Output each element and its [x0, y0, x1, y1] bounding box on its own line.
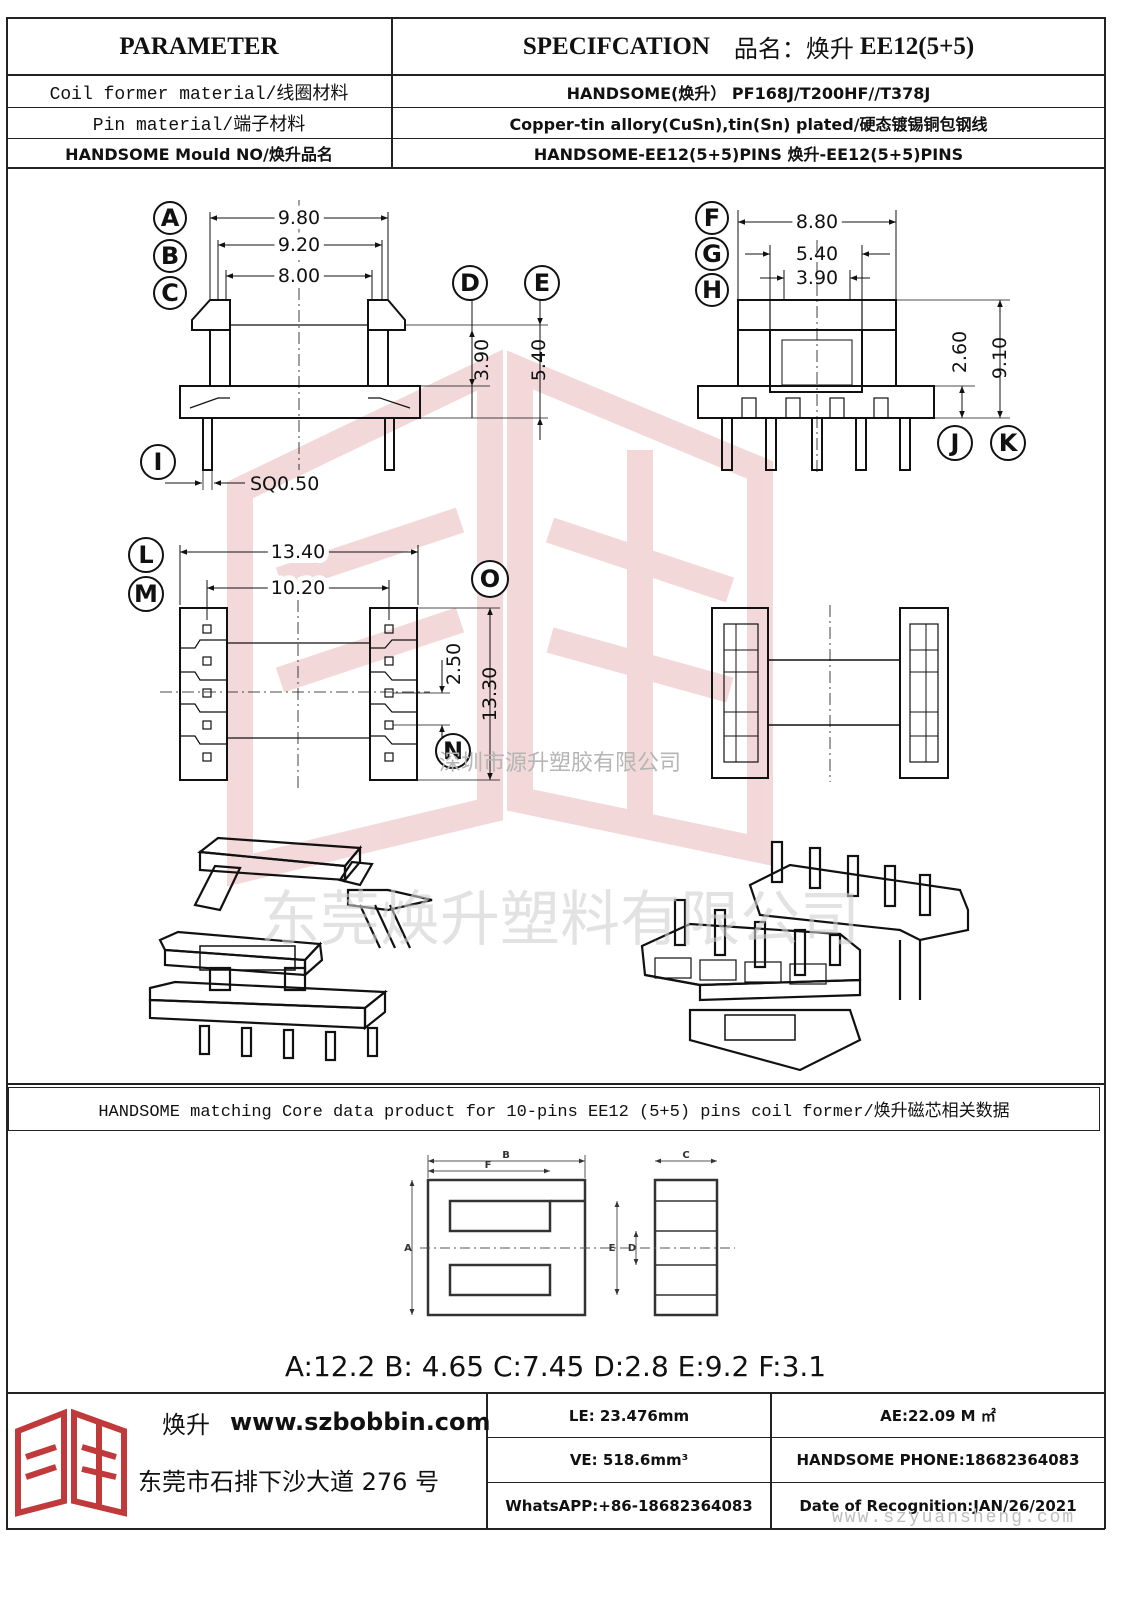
- svg-text:N: N: [443, 737, 463, 765]
- watermark-text-1: 深圳市源升塑胶有限公司: [439, 751, 681, 776]
- svg-text:13.40: 13.40: [271, 541, 325, 563]
- dim-h: 3.90: [796, 267, 838, 289]
- footer-brand-line: 焕升 www.szbobbin.com: [162, 1403, 491, 1441]
- dim-g: 5.40: [796, 243, 838, 265]
- dim-n: 2.50: [443, 643, 465, 685]
- callout-k: K: [990, 425, 1026, 461]
- core-values: A:12.2 B: 4.65 C:7.45 D:2.8 E:9.2 F:3.1: [284, 1349, 827, 1383]
- mould-no-label: HANDSOME Mould NO/焕升品名: [65, 145, 333, 164]
- svg-text:O: O: [480, 565, 500, 593]
- top-view: [711, 605, 949, 782]
- dim-i: SQ0.50: [250, 473, 319, 495]
- isometric-view-right: [640, 840, 970, 1072]
- callout-h: H: [695, 273, 729, 307]
- mould-no-value: HANDSOME-EE12(5+5)PINS 焕升-EE12(5+5)PINS: [533, 145, 964, 164]
- callout-a: A: [153, 201, 187, 235]
- svg-text:10.20: 10.20: [271, 577, 325, 599]
- dim-f: 8.80: [796, 211, 838, 233]
- svg-text:D: D: [460, 269, 480, 297]
- product-model: EE12(5+5): [859, 32, 975, 60]
- dim-k: 9.10: [989, 337, 1011, 379]
- callout-i: I: [140, 444, 176, 480]
- svg-text:8.80: 8.80: [796, 211, 838, 233]
- front-view: [165, 200, 548, 490]
- callout-g: G: [695, 237, 729, 271]
- footer-ae: AE:22.09 M ㎡: [880, 1407, 996, 1425]
- dim-j: 2.60: [949, 331, 971, 373]
- core-label-c: C: [682, 1150, 689, 1161]
- dim-d: 3.90: [471, 339, 493, 381]
- callout-m: M: [128, 576, 164, 612]
- watermark-text-2: 东莞焕升塑料有限公司: [260, 885, 860, 955]
- dim-c: 8.00: [278, 265, 320, 287]
- bobbin-drawing: 9.80 9.80 9.20 9.20 8.00 8.00 3.90 5.40 …: [128, 200, 1026, 1072]
- svg-text:9.80: 9.80: [278, 207, 320, 229]
- frame-top: [6, 17, 1105, 19]
- svg-text:L: L: [138, 541, 153, 569]
- callout-o: O: [471, 560, 509, 598]
- pin-material-label: Pin material/端子材料: [92, 116, 306, 136]
- footer-address: 东莞市石排下沙大道 276 号: [138, 1468, 440, 1496]
- callout-e: E: [524, 265, 560, 301]
- svg-text:I: I: [154, 448, 163, 476]
- pin-material-value: Copper-tin allory(CuSn),tin(Sn) plated/硬…: [509, 115, 988, 134]
- svg-text:8.00: 8.00: [278, 265, 320, 287]
- core-section-title: HANDSOME matching Core data product for …: [98, 1103, 1010, 1122]
- footer-ve: VE: 518.6mm³: [569, 1451, 689, 1469]
- frame-right: [1104, 17, 1106, 1529]
- callout-f: F: [695, 201, 729, 235]
- svg-text:B: B: [161, 242, 179, 270]
- svg-text:F: F: [704, 204, 720, 232]
- footer-date: Date of Recognition:JAN/26/2021: [799, 1496, 1077, 1515]
- frame-left: [6, 17, 8, 1529]
- isometric-view-left: [148, 836, 433, 1062]
- parameter-header: PARAMETER: [119, 32, 279, 60]
- dim-m: 10.20: [271, 577, 325, 599]
- callout-n: N: [435, 733, 471, 769]
- core-label-b: B: [502, 1150, 510, 1161]
- svg-text:H: H: [702, 276, 722, 304]
- svg-text:C: C: [161, 279, 179, 307]
- dim-a: 9.80: [278, 207, 320, 229]
- callout-b: B: [153, 239, 187, 273]
- callout-l: L: [128, 537, 164, 573]
- svg-text:G: G: [702, 240, 722, 268]
- footer-phone: HANDSOME PHONE:18682364083: [796, 1451, 1080, 1469]
- footer-watermark-url: www.szyuansheng.com: [832, 1508, 1076, 1528]
- core-label-f: F: [485, 1160, 492, 1171]
- dim-o: 13.30: [479, 667, 501, 721]
- dim-e: 5.40: [528, 339, 550, 381]
- side-view: [697, 210, 1010, 475]
- brand-logo: [15, 1408, 127, 1517]
- callout-j: J: [937, 425, 973, 461]
- footer-website[interactable]: www.szbobbin.com: [230, 1408, 491, 1436]
- coil-former-value: HANDSOME(焕升） PF168J/T200HF//T378J: [566, 83, 931, 103]
- callout-c: C: [153, 276, 187, 310]
- svg-text:K: K: [999, 429, 1019, 457]
- footer-whatsapp: WhatsAPP:+86-18682364083: [505, 1496, 753, 1515]
- footer-brand: 焕升: [162, 1410, 210, 1439]
- footer-le: LE: 23.476mm: [568, 1406, 690, 1425]
- product-label: 品名：焕升: [733, 37, 854, 63]
- core-label-d: D: [628, 1243, 636, 1254]
- svg-text:J: J: [949, 429, 960, 457]
- svg-text:M: M: [134, 580, 158, 608]
- dim-l: 13.40: [271, 541, 325, 563]
- callout-d: D: [452, 265, 488, 301]
- specification-header: SPECIFCATION 品名：焕升 EE12(5+5): [393, 19, 1104, 74]
- spec-label: SPECIFCATION: [522, 32, 710, 60]
- svg-text:9.20: 9.20: [278, 234, 320, 256]
- core-drawing: B F A C E D: [404, 1150, 735, 1317]
- coil-former-label: Coil former material/线圈材料: [49, 84, 349, 105]
- svg-text:E: E: [534, 269, 550, 297]
- core-label-e: E: [609, 1243, 616, 1254]
- dim-b: 9.20: [278, 234, 320, 256]
- svg-text:A: A: [161, 204, 180, 232]
- core-label-a: A: [404, 1243, 412, 1254]
